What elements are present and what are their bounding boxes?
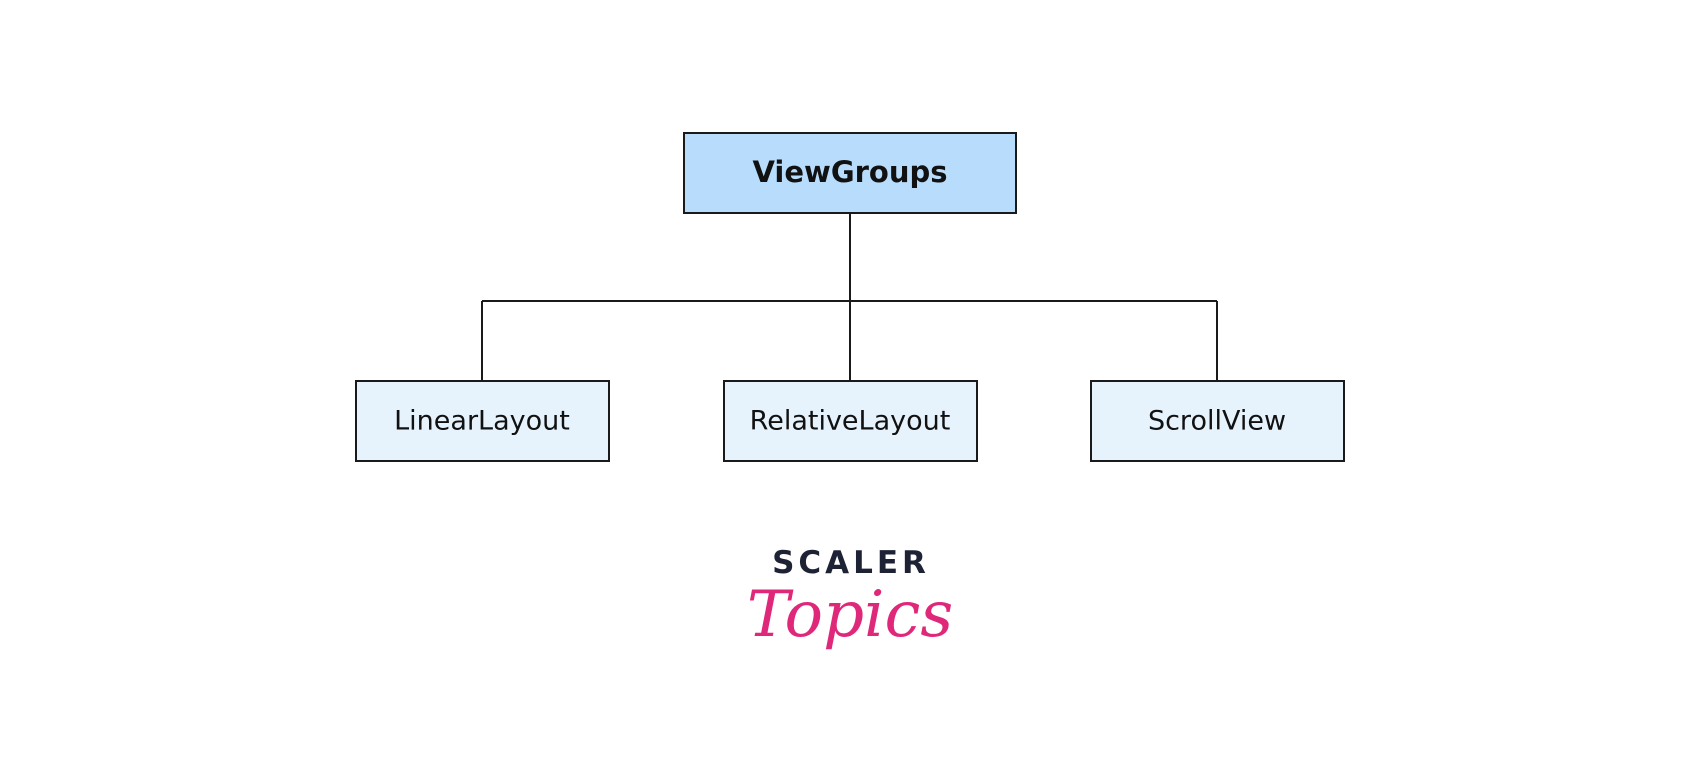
node-scrollview-box: [1090, 380, 1345, 462]
node-scrollview: ScrollView: [1090, 380, 1345, 462]
node-relativelayout-box: [723, 380, 978, 462]
node-relativelayout-label: RelativeLayout: [750, 406, 951, 437]
connector-lines: [481, 213, 1218, 381]
node-scrollview-label: ScrollView: [1148, 406, 1286, 437]
node-viewgroups-box: [683, 132, 1017, 214]
logo-topics-text: Topics: [747, 578, 953, 652]
node-viewgroups: ViewGroups: [683, 132, 1017, 214]
node-linearlayout: LinearLayout: [355, 380, 610, 462]
node-relativelayout: RelativeLayout: [723, 380, 978, 462]
scaler-topics-logo: SCALER Topics: [747, 545, 953, 652]
logo-scaler-text: SCALER: [772, 545, 930, 581]
node-linearlayout-label: LinearLayout: [394, 406, 570, 437]
node-viewgroups-label: ViewGroups: [752, 155, 947, 189]
node-linearlayout-box: [355, 380, 610, 462]
